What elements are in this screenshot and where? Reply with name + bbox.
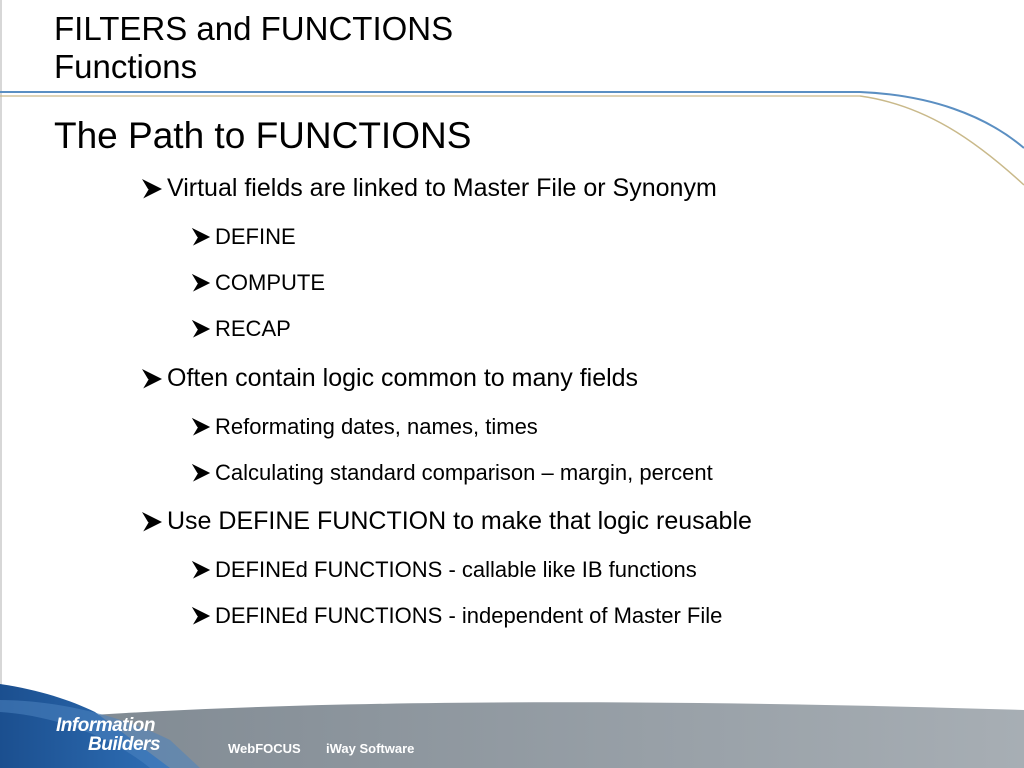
bullet-text: DEFINEd FUNCTIONS - independent of Maste… (215, 603, 723, 628)
header-title-line2: Functions (54, 48, 198, 85)
bullet-item: Often contain logic common to many field… (140, 364, 638, 393)
bullet-item: DEFINEd FUNCTIONS - callable like IB fun… (190, 557, 697, 583)
bullet-item: RECAP (190, 316, 291, 342)
footer-webfocus: WebFOCUS (228, 741, 301, 756)
bullet-item: DEFINE (190, 224, 296, 250)
slide-subtitle: The Path to FUNCTIONS (54, 115, 472, 156)
arrow-bullet-icon (191, 273, 211, 293)
bullet-text: DEFINEd FUNCTIONS - callable like IB fun… (215, 557, 697, 582)
header-title-line1: FILTERS and FUNCTIONS (54, 10, 454, 47)
bullet-text: Calculating standard comparison – margin… (215, 460, 713, 485)
arrow-bullet-icon (191, 560, 211, 580)
arrow-bullet-icon (141, 368, 162, 389)
arrow-bullet-icon (141, 511, 162, 532)
bullet-item: Calculating standard comparison – margin… (190, 460, 713, 486)
slide-border (0, 0, 2, 768)
bullet-text: Use DEFINE FUNCTION to make that logic r… (167, 507, 752, 535)
bullet-text: RECAP (215, 316, 291, 341)
bullet-item: COMPUTE (190, 270, 325, 296)
arrow-bullet-icon (141, 178, 162, 199)
bullet-item: Use DEFINE FUNCTION to make that logic r… (140, 507, 752, 536)
arrow-bullet-icon (191, 463, 211, 483)
bullet-text: COMPUTE (215, 270, 325, 295)
arrow-bullet-icon (191, 319, 211, 339)
bullet-text: Reformating dates, names, times (215, 414, 538, 439)
logo-line1: Information (56, 715, 156, 736)
bullet-item: DEFINEd FUNCTIONS - independent of Maste… (190, 603, 722, 629)
arrow-bullet-icon (191, 417, 211, 437)
arrow-bullet-icon (191, 227, 211, 247)
bullet-text: DEFINE (215, 224, 296, 249)
bullet-item: Reformating dates, names, times (190, 414, 538, 440)
bullet-item: Virtual fields are linked to Master File… (140, 174, 717, 203)
arrow-bullet-icon (191, 606, 211, 626)
footer-iway: iWay Software (326, 741, 415, 756)
bullet-text: Often contain logic common to many field… (167, 364, 639, 392)
footer-band (0, 684, 1024, 768)
bullet-text: Virtual fields are linked to Master File… (167, 174, 717, 202)
logo-line2: Builders (88, 734, 161, 755)
information-builders-logo: Information Builders (56, 715, 161, 755)
header-title: FILTERS and FUNCTIONS Functions (54, 10, 453, 86)
